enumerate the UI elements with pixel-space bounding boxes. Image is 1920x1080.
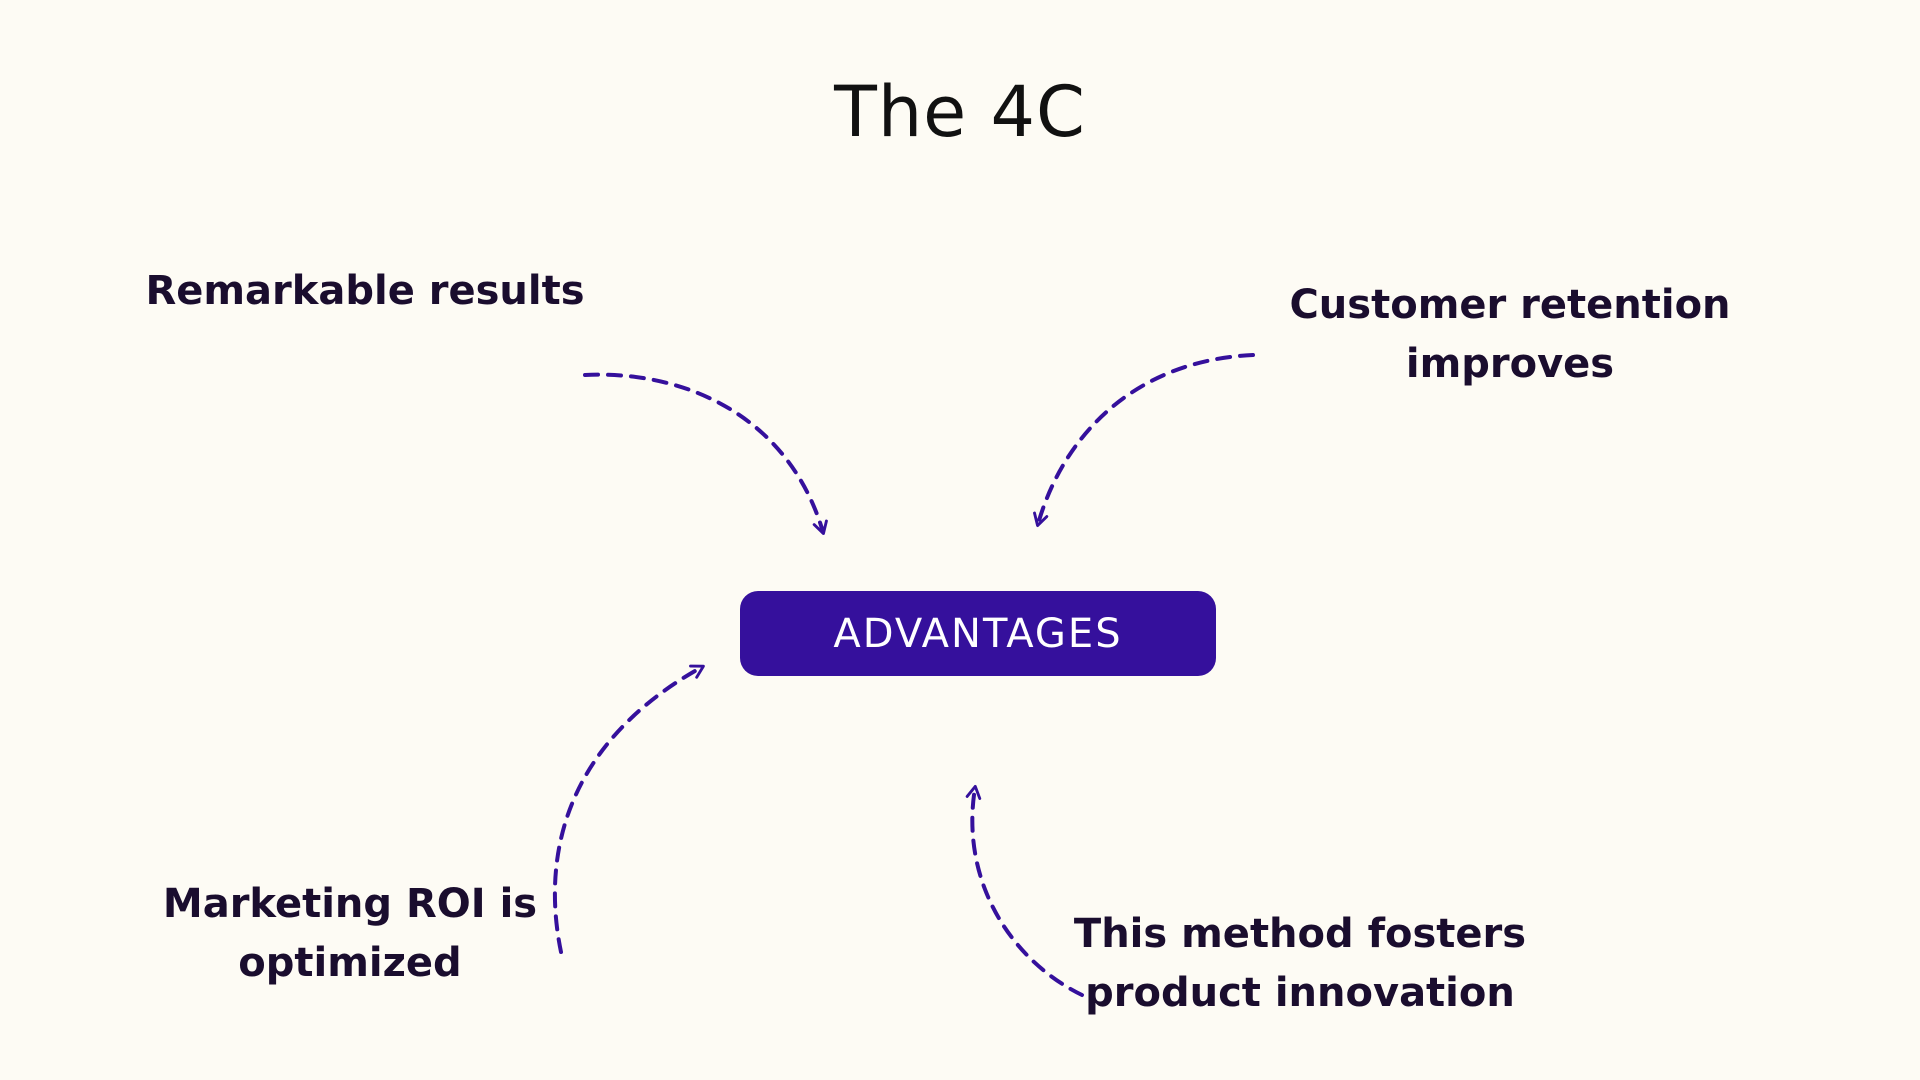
node-innovation-line-2: product innovation <box>1085 970 1515 1016</box>
node-retention-line-1: Customer retention <box>1289 282 1731 328</box>
node-marketing-roi: Marketing ROI is optimized <box>140 875 560 993</box>
node-remarkable-results: Remarkable results <box>145 262 585 321</box>
arrow-innovation <box>965 784 1084 997</box>
node-product-innovation: This method fosters product innovation <box>1060 905 1540 1023</box>
diagram-title: The 4C <box>834 71 1086 153</box>
node-customer-retention: Customer retention improves <box>1275 276 1745 394</box>
node-roi-line-1: Marketing ROI is <box>162 881 538 927</box>
arrow-roi <box>552 664 705 954</box>
node-retention-line-2: improves <box>1405 341 1615 387</box>
arrow-remarkable <box>583 372 828 535</box>
node-roi-line-2: optimized <box>238 940 462 986</box>
node-remarkable-line-1: Remarkable results <box>145 268 585 314</box>
arrow-retention <box>1033 353 1255 527</box>
advantages-box: ADVANTAGES <box>740 591 1216 676</box>
node-innovation-line-1: This method fosters <box>1073 911 1527 957</box>
advantages-label: ADVANTAGES <box>833 610 1123 657</box>
